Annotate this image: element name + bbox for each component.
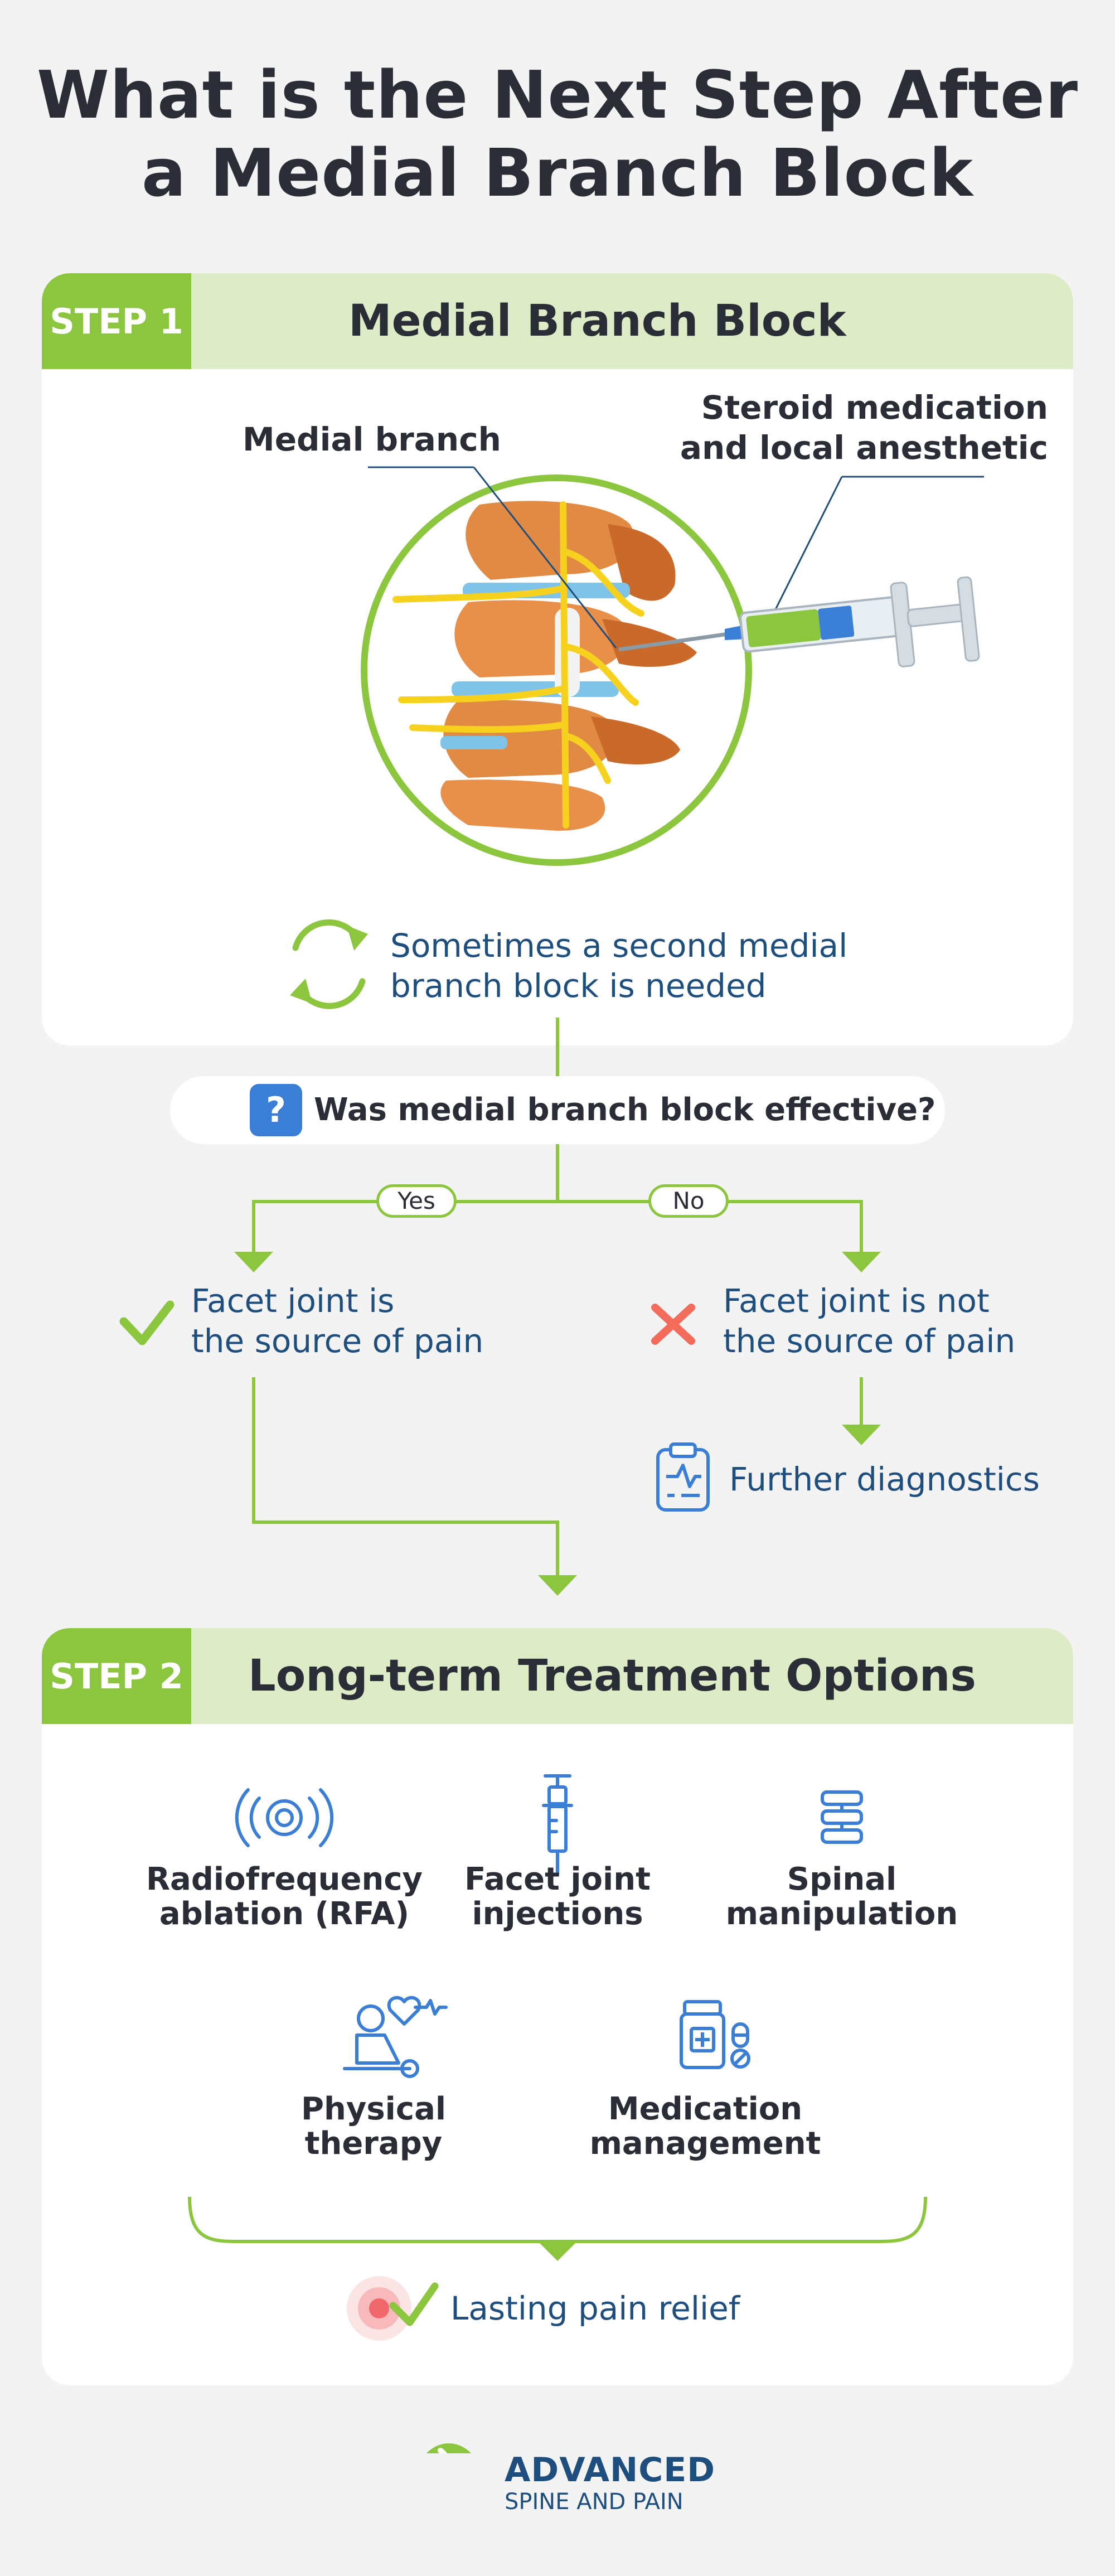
treatment-icons [188, 1774, 927, 2453]
option-physical-therapy: Physical therapy [300, 2091, 447, 2162]
logo: ADVANCED SPINE AND PAIN [505, 2451, 716, 2515]
option-radiofrequency: Radiofrequency ablation (RFA) [146, 1861, 423, 1932]
arrow-further-icon [842, 1425, 881, 1445]
down-arrow-icon [538, 2241, 577, 2261]
arrow-yes-icon [234, 1252, 273, 1272]
step2-tag: STEP 2 [42, 1628, 191, 1724]
radiofrequency-icon [235, 1788, 334, 1847]
option-spinal-manipulation: Spinal manipulation [725, 1861, 958, 1932]
repeat-cycle-icon [290, 919, 368, 1009]
logo-icon [426, 2443, 472, 2453]
spine-injection-illustration [361, 466, 984, 866]
vertebra-stack-icon [440, 501, 697, 831]
spine-icon [821, 1790, 863, 1844]
further-diagnostics: Further diagnostics [729, 1460, 1040, 1498]
option-facet-injections: Facet joint injections [464, 1861, 651, 1932]
page-title: What is the Next Step After a Medial Bra… [36, 56, 1079, 211]
question-icon: ? [250, 1084, 302, 1136]
syringe-icon [618, 576, 980, 667]
steroid-label: Steroid medication and local anesthetic [680, 389, 1048, 467]
option-medication-management: Medication management [589, 2091, 821, 2162]
step2-title: Long-term Treatment Options [248, 1651, 976, 1701]
step1-header: STEP 1 Medial Branch Block [42, 273, 1073, 369]
pain-relief-icon [347, 2276, 439, 2341]
nerve-lines [392, 501, 644, 829]
step2-header: STEP 2 Long-term Treatment Options [42, 1628, 1073, 1724]
medial-branch-label: Medial branch [243, 420, 501, 458]
clipboard-icon [656, 1442, 710, 1512]
outcome-label: Lasting pain relief [450, 2289, 740, 2327]
syringe-icon [542, 1774, 573, 1876]
yes-result: Facet joint is the source of pain [191, 1282, 484, 1360]
no-result: Facet joint is not the source of pain [723, 1282, 1016, 1360]
arrow-no-icon [842, 1252, 881, 1272]
arrow-step2-icon [538, 1575, 577, 1596]
physical-therapy-icon [343, 1996, 448, 2078]
step1-tag: STEP 1 [42, 273, 191, 369]
question-text: Was medial branch block effective? [314, 1092, 936, 1128]
medication-icon [680, 2000, 750, 2069]
options-bracket [188, 2196, 927, 2243]
no-tag: No [648, 1184, 729, 1218]
repeat-note: Sometimes a second medial branch block i… [390, 927, 848, 1005]
cross-icon [651, 1304, 695, 1345]
check-icon [119, 1300, 174, 1345]
yes-tag: Yes [376, 1184, 457, 1218]
step1-title: Medial Branch Block [348, 296, 846, 346]
